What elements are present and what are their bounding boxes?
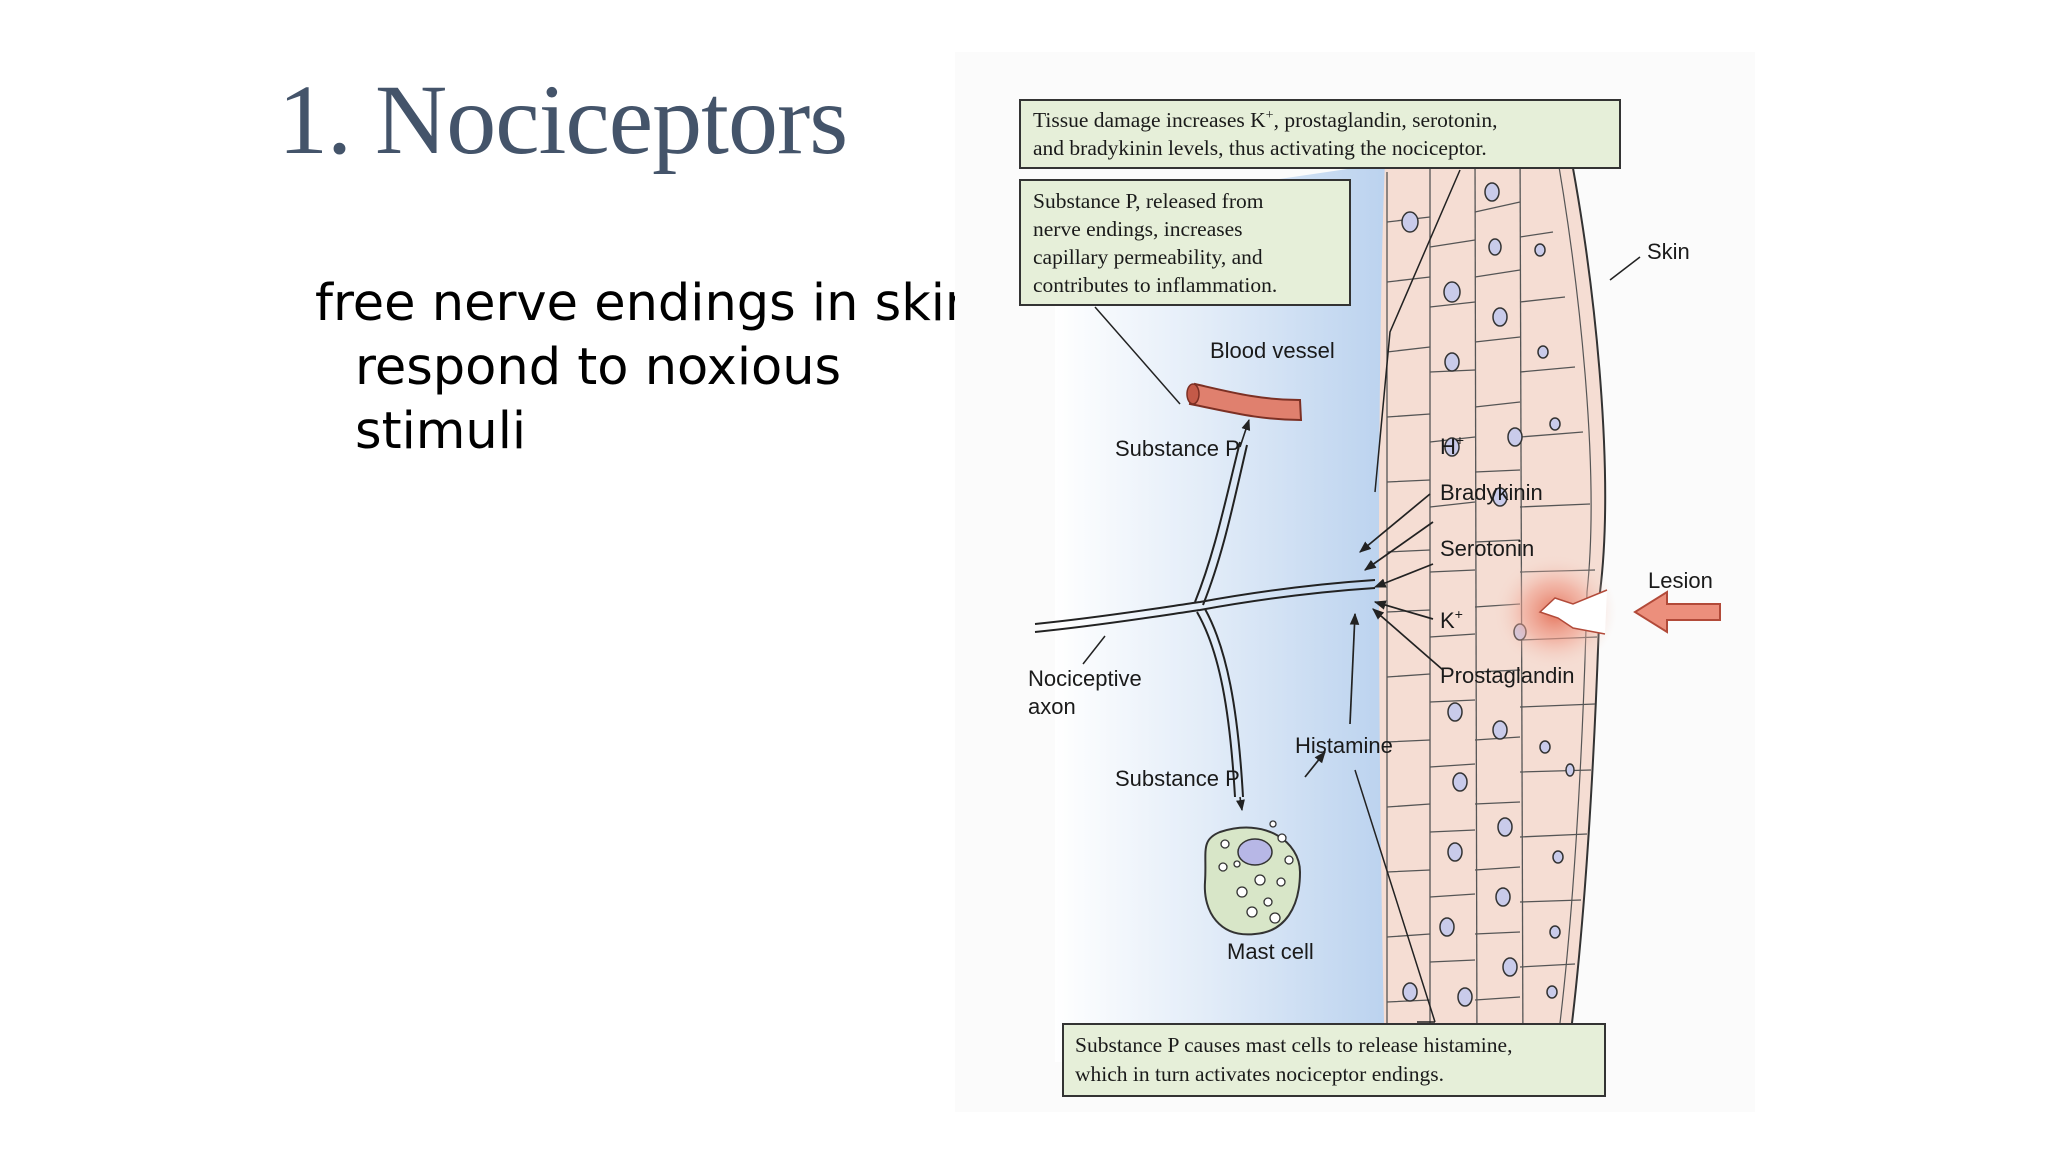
blood-vessel-end	[1186, 383, 1200, 405]
nociceptive-axon	[1034, 441, 1376, 798]
skin-leader-line	[1609, 256, 1641, 281]
nociceptor-diagram: Tissue damage increases K+, prostaglandi…	[955, 52, 1755, 1112]
bottom-callout-text-1: Substance P causes mast cells to release…	[1075, 1033, 1512, 1057]
bullet-text: free nerve endings in skin respond to no…	[315, 274, 978, 461]
slide-title: 1. Nociceptors	[278, 64, 848, 175]
bottom-callout-box	[1062, 1023, 1606, 1097]
tissue-region	[1055, 162, 1395, 1062]
label-lesion: Lesion	[1648, 568, 1713, 593]
substance-p-callout-text-1: Substance P, released from	[1033, 189, 1264, 213]
substance-p-down-arrow	[1236, 796, 1245, 812]
label-mast-cell: Mast cell	[1227, 939, 1314, 964]
label-serotonin: Serotonin	[1440, 536, 1534, 561]
top-callout-sup: +	[1266, 108, 1274, 123]
skin-layer	[1379, 127, 1606, 1062]
bottom-callout-text-2: which in turn activates nociceptor endin…	[1075, 1062, 1444, 1086]
mast-cell	[1203, 826, 1302, 936]
substance-p-up-arrow	[1239, 418, 1251, 448]
mast-cell-granules	[1218, 820, 1294, 924]
label-bradykinin: Bradykinin	[1440, 480, 1543, 505]
label-k-plus-sup: +	[1455, 606, 1463, 622]
label-nociceptive-axon-1: Nociceptive	[1028, 666, 1142, 691]
substance-p-callout-text-3: capillary permeability, and	[1033, 245, 1263, 269]
label-h-plus: H	[1440, 434, 1456, 459]
substance-p-callout-box	[1019, 179, 1351, 306]
chemical-arrows	[1304, 493, 1444, 778]
blood-vessel	[1188, 382, 1303, 422]
label-substance-p-upper: Substance P	[1115, 436, 1240, 461]
substance-p-callout-text-4: contributes to inflammation.	[1033, 273, 1277, 297]
mast-cell-nucleus	[1237, 838, 1273, 866]
axon-leader-line	[1082, 635, 1106, 665]
label-nociceptive-axon-2: axon	[1028, 694, 1076, 719]
bottom-callout-pointer	[1354, 769, 1436, 1023]
lesion-arrow	[1633, 590, 1721, 634]
svg-text:K+: K+	[1440, 606, 1463, 633]
label-h-plus-sup: +	[1456, 432, 1464, 448]
label-histamine: Histamine	[1295, 733, 1393, 758]
svg-text:H+: H+	[1440, 432, 1464, 459]
label-prostaglandin: Prostaglandin	[1440, 663, 1575, 688]
top-callout-text-2: and bradykinin levels, thus activating t…	[1033, 136, 1487, 160]
label-skin: Skin	[1647, 239, 1690, 264]
top-callout-text-1b: , prostaglandin, serotonin,	[1274, 108, 1498, 132]
svg-text:Tissue damage increases K+, pr: Tissue damage increases K+, prostaglandi…	[1033, 108, 1498, 132]
top-callout-text-1a: Tissue damage increases K	[1033, 108, 1266, 132]
top-callout-pointer	[1374, 169, 1461, 493]
label-blood-vessel: Blood vessel	[1210, 338, 1335, 363]
label-substance-p-lower: Substance P	[1115, 766, 1240, 791]
nociceptor-figure: Tissue damage increases K+, prostaglandi…	[955, 52, 1755, 1112]
skin-cell-nuclei	[1401, 182, 1575, 1051]
top-callout-box	[1019, 99, 1621, 169]
substance-p-callout-text-2: nerve endings, increases	[1033, 217, 1243, 241]
lesion-tear	[1538, 589, 1608, 635]
substance-p-callout-pointer	[1094, 306, 1181, 405]
label-k-plus: K	[1440, 608, 1455, 633]
